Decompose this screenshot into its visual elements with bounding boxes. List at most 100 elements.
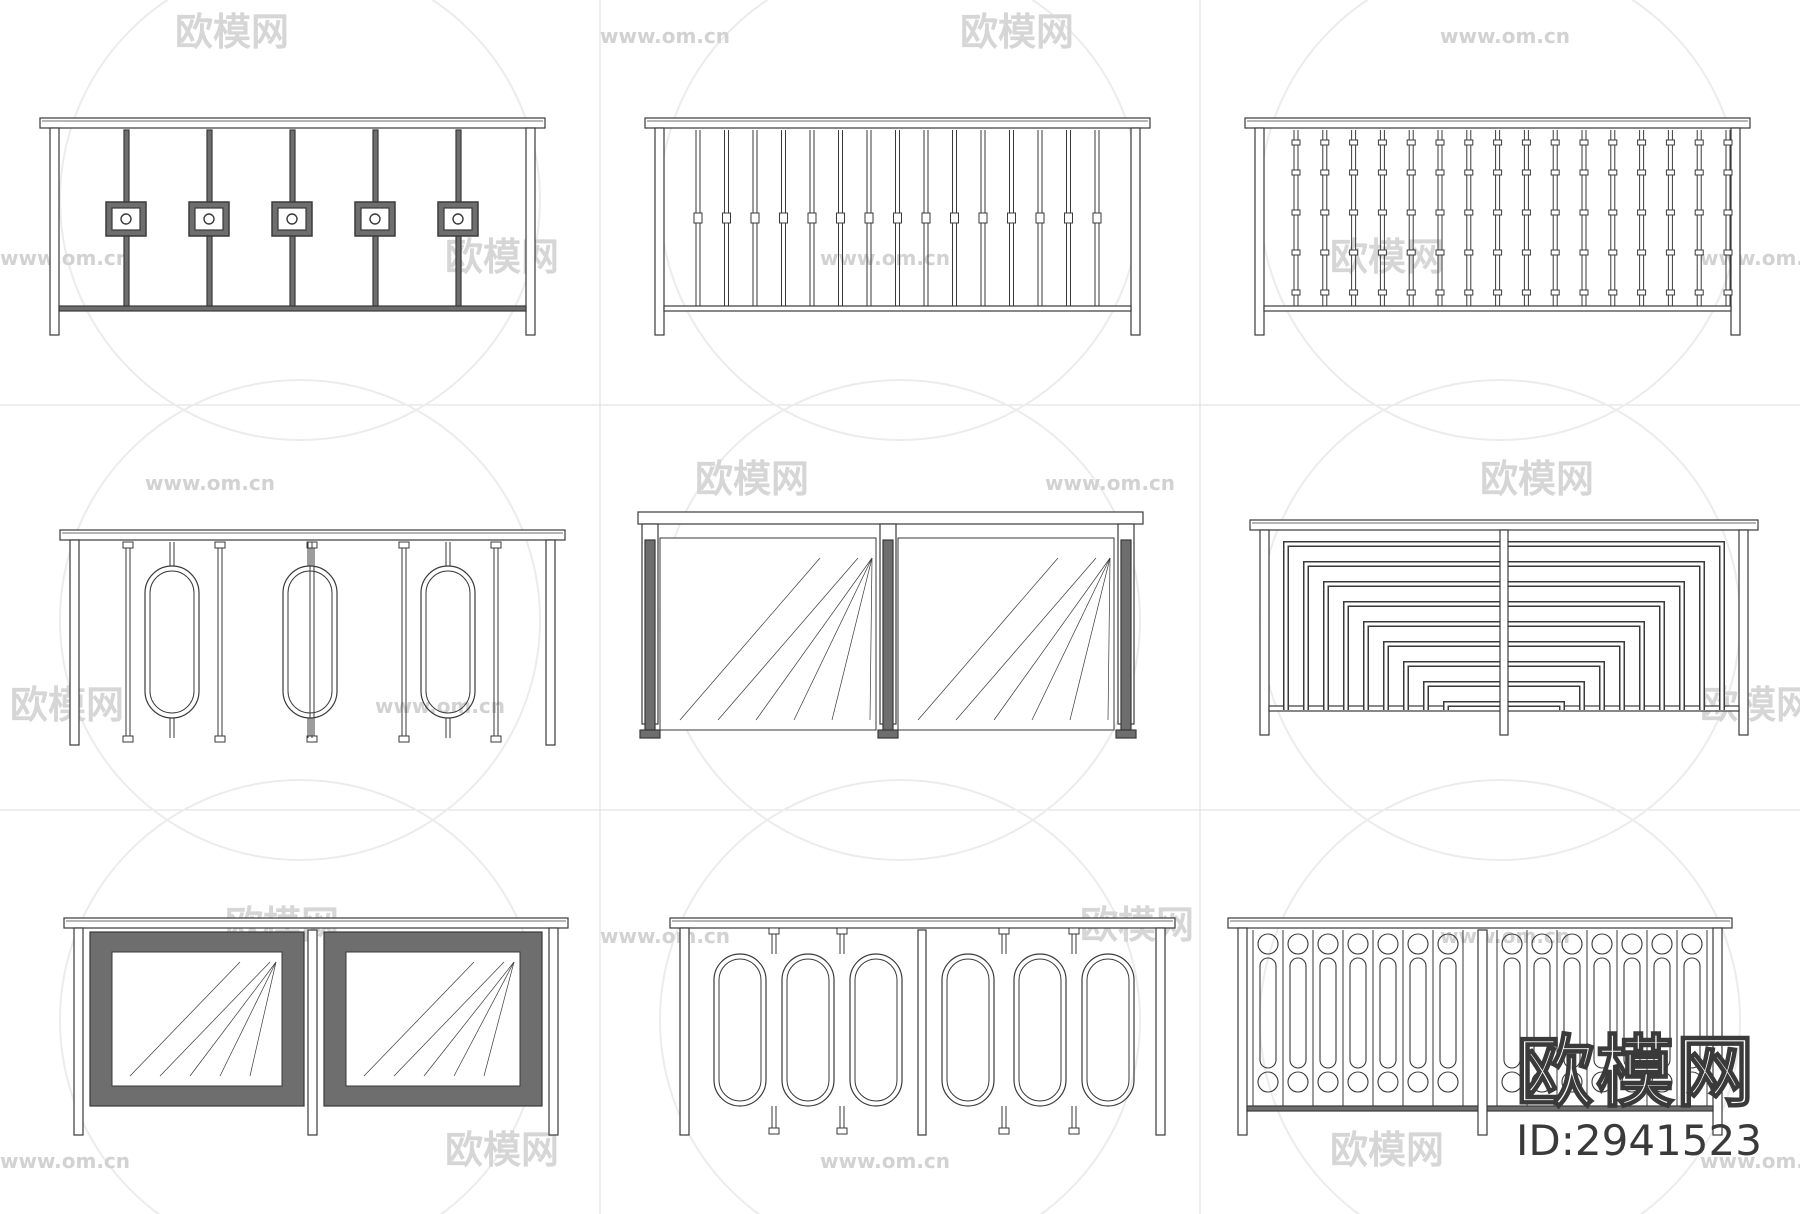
- railing-panels: [39, 117, 1759, 1136]
- brand-name: 欧模网: [1515, 1028, 1757, 1118]
- watermark-url: www.om.cn: [375, 694, 505, 718]
- watermark-circle: [59, 0, 541, 441]
- lattice-ring: [1407, 933, 1429, 955]
- lattice-oval: [1439, 957, 1457, 1069]
- lattice-oval: [1379, 957, 1397, 1069]
- lattice-oval: [1349, 957, 1367, 1069]
- lattice-ring: [1287, 933, 1309, 955]
- railing-panel-3: [1244, 117, 1751, 336]
- lattice-oval: [1683, 957, 1701, 1069]
- lattice-ring: [1531, 1071, 1553, 1093]
- oval-loop: [144, 565, 200, 719]
- ornament-rosette: [369, 213, 381, 225]
- railing-panel-4: [59, 529, 566, 746]
- watermark-url: www.om.cn: [820, 246, 950, 270]
- watermark-circle: [659, 779, 1141, 1214]
- lattice-ring: [1317, 933, 1339, 955]
- oval-loop-inner: [1086, 958, 1130, 1102]
- watermark-name: 欧模网: [960, 10, 1074, 54]
- lattice-ring: [1501, 933, 1523, 955]
- lattice-ring: [1621, 933, 1643, 955]
- lattice-oval: [1623, 957, 1641, 1069]
- oval-loop: [282, 565, 338, 719]
- lattice-oval: [1593, 957, 1611, 1069]
- ornament-rosette: [120, 213, 132, 225]
- lattice-ring: [1621, 1071, 1643, 1093]
- lattice-ring: [1681, 1071, 1703, 1093]
- watermark-name: 欧模网: [445, 235, 559, 279]
- lattice-oval: [1533, 957, 1551, 1069]
- lattice-ring: [1531, 933, 1553, 955]
- lattice-ring: [1317, 1071, 1339, 1093]
- lattice-oval: [1259, 957, 1277, 1069]
- oval-loop-inner: [149, 570, 195, 714]
- watermark-url: www.om.cn: [1700, 1149, 1800, 1173]
- lattice-ring: [1287, 1071, 1309, 1093]
- brand-id: ID:2941523: [1516, 1116, 1762, 1165]
- lattice-ring: [1257, 1071, 1279, 1093]
- watermark-url: www.om.cn: [820, 1149, 950, 1173]
- oval-loop: [941, 953, 995, 1107]
- brand-stamp: 欧模网 ID:2941523: [1515, 1028, 1796, 1166]
- lattice-ring: [1347, 1071, 1369, 1093]
- railing-panel-5: [637, 511, 1144, 739]
- watermark-name: 欧模网: [175, 10, 289, 54]
- ornament-rosette: [452, 213, 464, 225]
- oval-loop-inner: [425, 570, 471, 714]
- watermark-url: www.om.cn: [600, 24, 730, 48]
- lattice-ring: [1681, 933, 1703, 955]
- watermark-name: 欧模网: [1700, 683, 1800, 727]
- oval-loop: [420, 565, 476, 719]
- watermark-url: www.om.cn: [0, 1149, 130, 1173]
- lattice-ring: [1257, 933, 1279, 955]
- lattice-oval: [1563, 957, 1581, 1069]
- lattice-ring: [1347, 933, 1369, 955]
- oval-loop-inner: [786, 958, 830, 1102]
- ornament-rosette: [203, 213, 215, 225]
- oval-loop: [713, 953, 767, 1107]
- watermark-name: 欧模网: [10, 683, 124, 727]
- lattice-oval: [1319, 957, 1337, 1069]
- lattice-ring: [1651, 933, 1673, 955]
- lattice-ring: [1501, 1071, 1523, 1093]
- railing-panel-6: [1249, 519, 1759, 736]
- lattice-ring: [1437, 1071, 1459, 1093]
- watermark-url: www.om.cn: [0, 246, 130, 270]
- lattice-ring: [1437, 933, 1459, 955]
- ornament-rosette: [286, 213, 298, 225]
- oval-loop: [1013, 953, 1067, 1107]
- lattice-ring: [1377, 1071, 1399, 1093]
- watermark-circle: [59, 379, 541, 861]
- lattice-ring: [1591, 933, 1613, 955]
- oval-loop-inner: [287, 570, 333, 714]
- oval-loop-inner: [854, 958, 898, 1102]
- lattice-ring: [1377, 933, 1399, 955]
- watermark-url: www.om.cn: [145, 471, 275, 495]
- railing-panel-8: [669, 917, 1176, 1136]
- lattice-ring: [1407, 1071, 1429, 1093]
- lattice-ring: [1591, 1071, 1613, 1093]
- oval-loop-inner: [718, 958, 762, 1102]
- watermark-url: www.om.cn: [1440, 24, 1570, 48]
- lattice-ring: [1561, 1071, 1583, 1093]
- railing-panel-7: [63, 917, 569, 1136]
- watermark-name: 欧模网: [1480, 457, 1594, 501]
- lattice-oval: [1653, 957, 1671, 1069]
- watermark-name: 欧模网: [695, 457, 809, 501]
- lattice-ring: [1651, 1071, 1673, 1093]
- lattice-oval: [1503, 957, 1521, 1069]
- oval-loop: [849, 953, 903, 1107]
- watermark-name: 欧模网: [1330, 235, 1444, 279]
- lattice-oval: [1289, 957, 1307, 1069]
- watermark-url: www.om.cn: [1700, 246, 1800, 270]
- oval-loop: [781, 953, 835, 1107]
- watermark-name: 欧模网: [1330, 1128, 1444, 1172]
- watermark-url: www.om.cn: [1045, 471, 1175, 495]
- watermark-name: 欧模网: [445, 1128, 559, 1172]
- railing-panel-9: [1227, 917, 1733, 1136]
- lattice-ring: [1561, 933, 1583, 955]
- lattice-oval: [1409, 957, 1427, 1069]
- oval-loop: [1081, 953, 1135, 1107]
